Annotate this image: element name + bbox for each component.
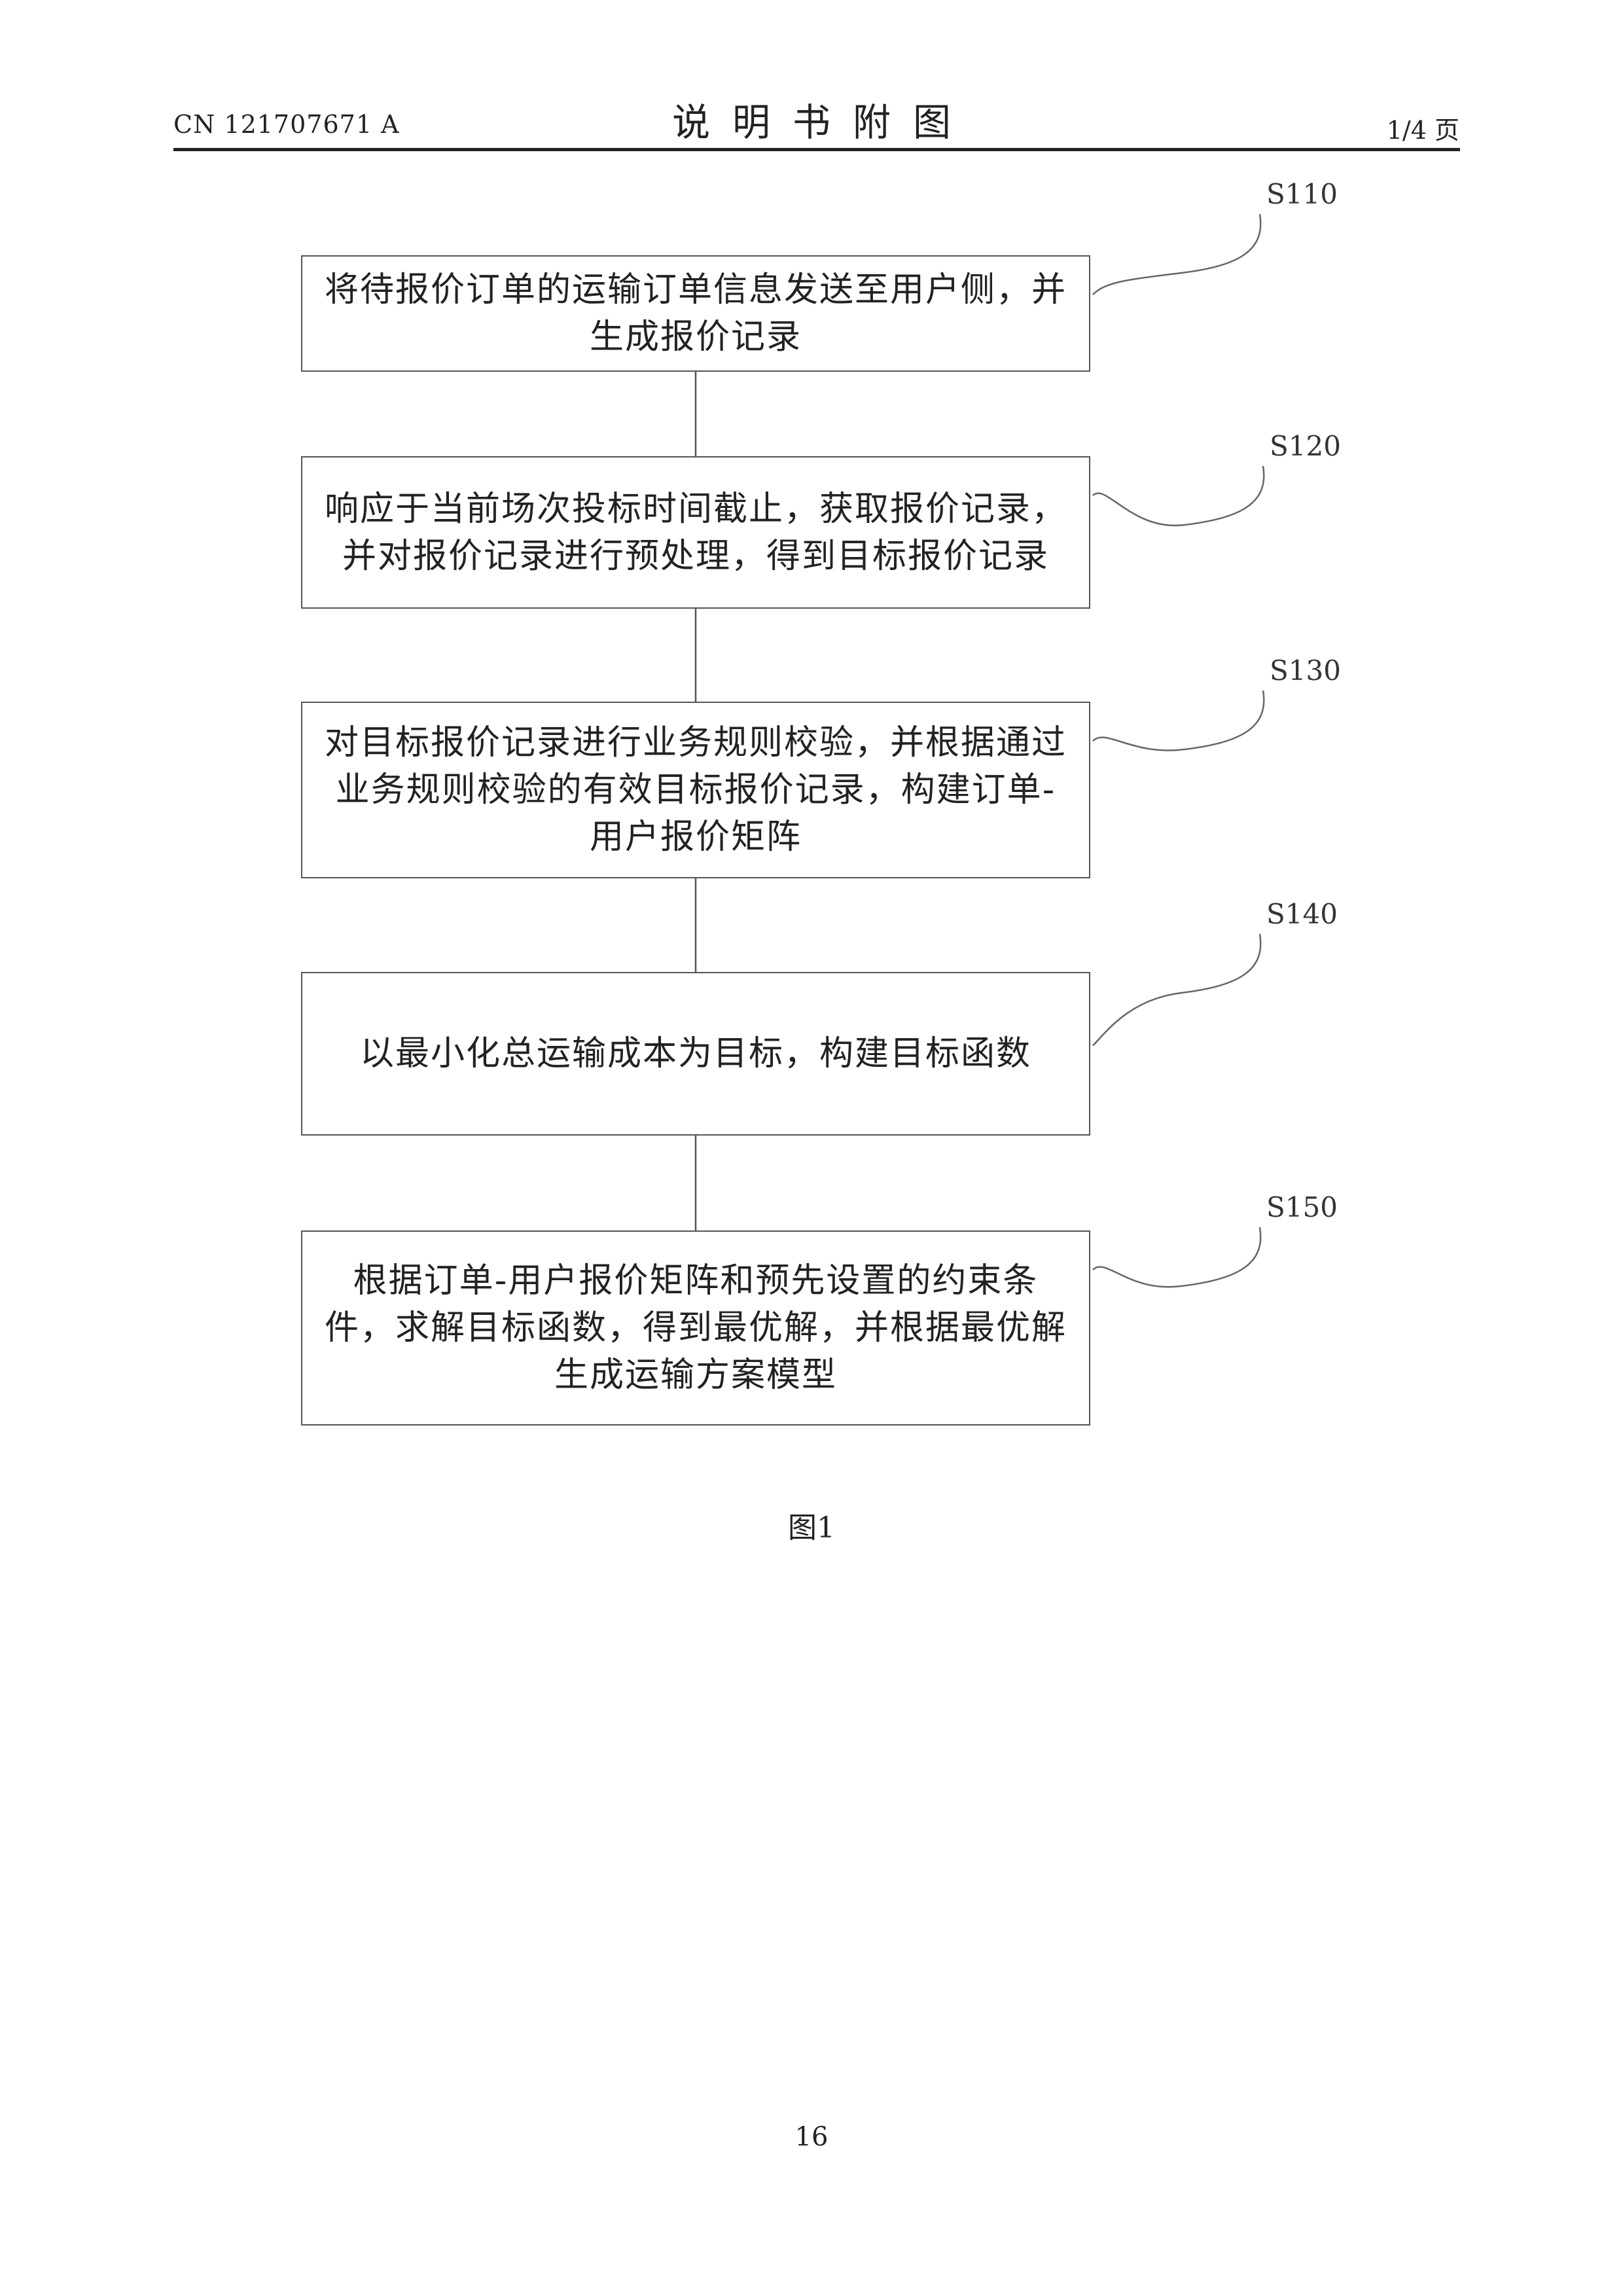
step-box-s130: 对目标报价记录进行业务规则校验，并根据通过业务规则校验的有效目标报价记录，构建订…	[301, 702, 1090, 878]
leader-line-s110	[1093, 214, 1260, 295]
leader-line-s120	[1093, 466, 1264, 526]
figure-caption: 图1	[0, 1504, 1623, 1546]
page-number: 16	[0, 2122, 1623, 2152]
step-label-s110: S110	[1266, 178, 1338, 210]
step-box-s120: 响应于当前场次投标时间截止，获取报价记录，并对报价记录进行预处理，得到目标报价记…	[301, 456, 1090, 609]
leader-line-s140	[1093, 934, 1260, 1046]
step-label-s130: S130	[1270, 655, 1341, 687]
step-box-s110: 将待报价订单的运输订单信息发送至用户侧，并生成报价记录	[301, 255, 1090, 372]
leader-line-s130	[1093, 691, 1264, 751]
step-box-s140: 以最小化总运输成本为目标，构建目标函数	[301, 972, 1090, 1136]
step-box-s150: 根据订单-用户报价矩阵和预先设置的约束条件，求解目标函数，得到最优解，并根据最优…	[301, 1230, 1090, 1426]
step-label-s120: S120	[1270, 430, 1341, 462]
leader-line-s150	[1093, 1227, 1260, 1287]
step-label-s140: S140	[1266, 898, 1338, 930]
step-label-s150: S150	[1266, 1191, 1338, 1223]
